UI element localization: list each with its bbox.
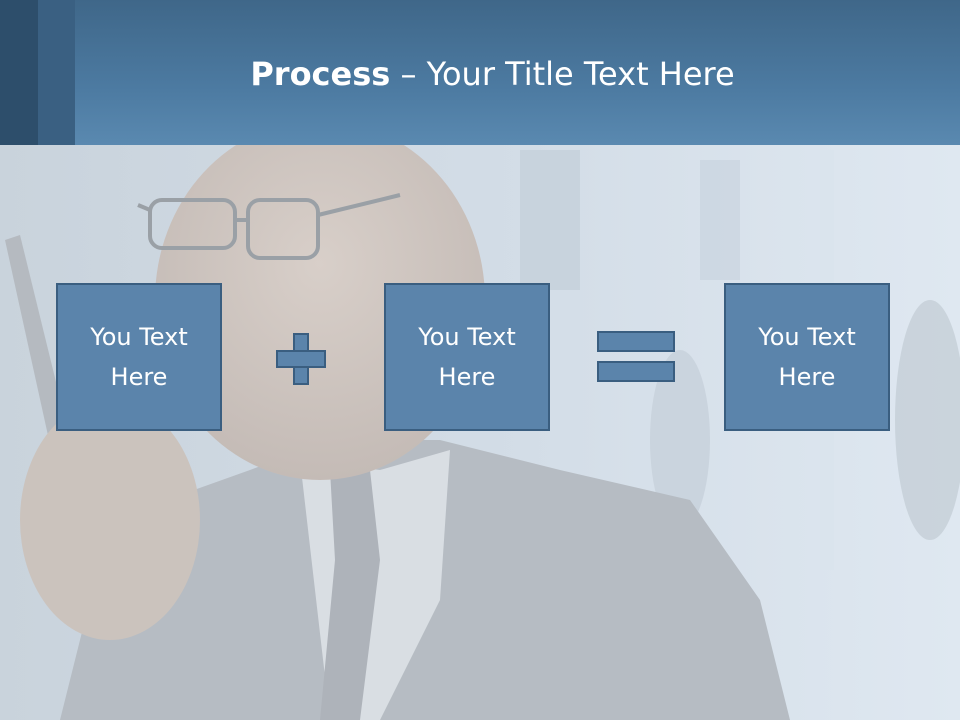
process-box-2[interactable]: You Text Here bbox=[384, 283, 550, 431]
equals-icon-bottom-bar bbox=[597, 361, 675, 382]
process-box-3[interactable]: You Text Here bbox=[724, 283, 890, 431]
title-bar: Process – Your Title Text Here bbox=[0, 0, 960, 145]
header-accent-dark bbox=[0, 0, 38, 145]
title-bold: Process bbox=[250, 55, 391, 93]
equals-icon-top-bar bbox=[597, 331, 675, 352]
header-accent-mid bbox=[38, 0, 75, 145]
title-rest: – Your Title Text Here bbox=[390, 55, 735, 93]
process-box-1-text: You Text Here bbox=[90, 323, 188, 391]
slide-title[interactable]: Process – Your Title Text Here bbox=[75, 50, 910, 98]
plus-icon-center bbox=[295, 352, 307, 366]
process-box-3-text: You Text Here bbox=[758, 323, 856, 391]
process-box-2-text: You Text Here bbox=[418, 323, 516, 391]
process-box-1[interactable]: You Text Here bbox=[56, 283, 222, 431]
